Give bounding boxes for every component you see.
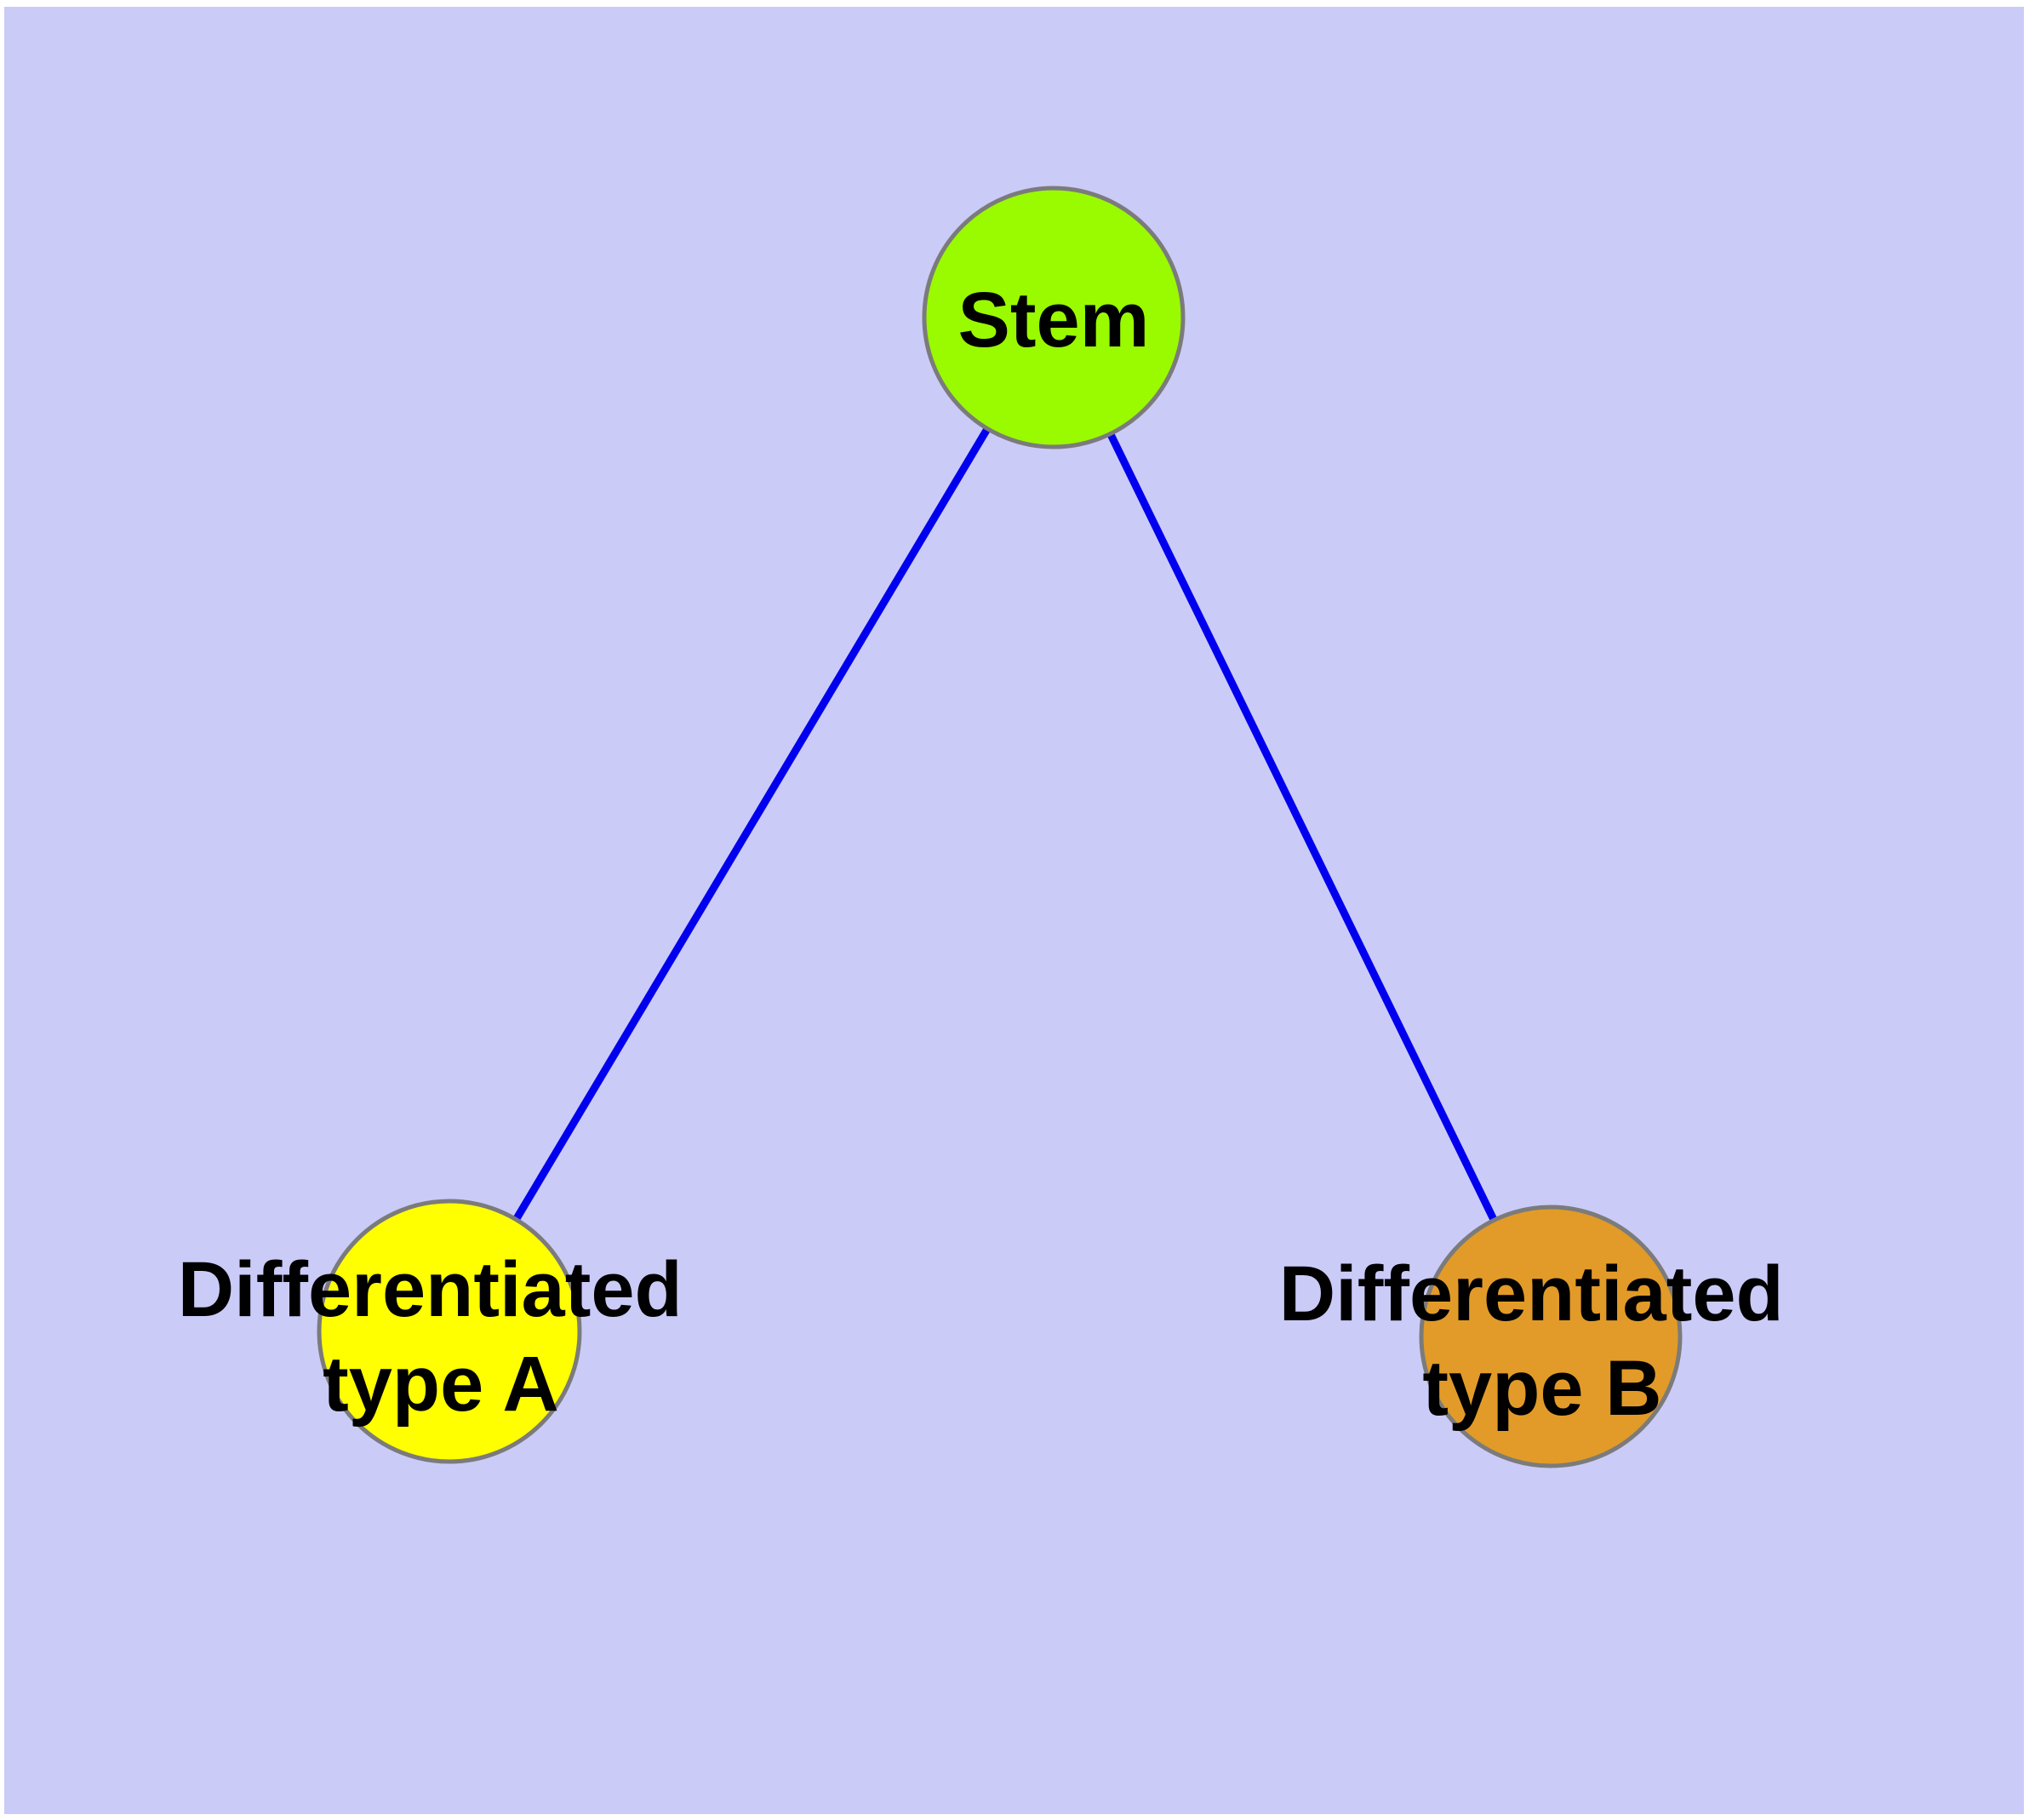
node-type-a-label: Differentiated type A xyxy=(178,1246,705,1428)
node-stem xyxy=(922,186,1186,449)
node-differentiated-type-b xyxy=(1419,1205,1683,1468)
node-differentiated-type-a xyxy=(317,1199,582,1464)
node-type-b-label-line2: type B xyxy=(1422,1345,1661,1432)
node-type-b-label-line1: Differentiated xyxy=(1279,1251,1784,1337)
node-type-b-label: Differentiated type B xyxy=(1279,1251,1806,1432)
node-type-a-label-line2: type A xyxy=(323,1341,559,1428)
node-type-a-label-line1: Differentiated xyxy=(178,1246,683,1333)
node-stem-label: Stem xyxy=(958,277,1150,363)
edge-stem-to-type-a xyxy=(446,315,1057,1334)
edge-stem-to-type-b xyxy=(1049,316,1555,1338)
